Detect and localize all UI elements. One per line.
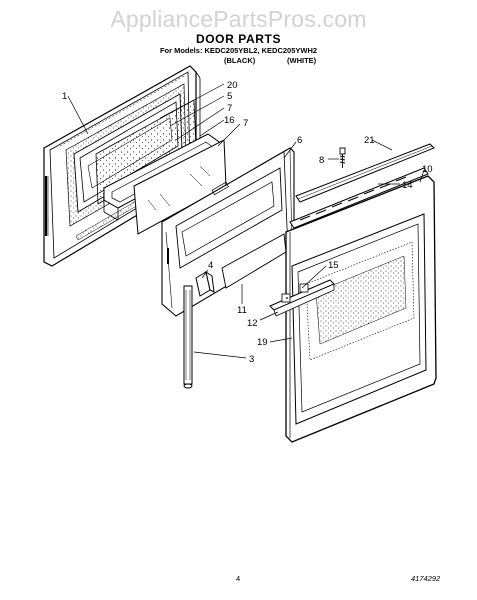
screw <box>339 147 346 168</box>
page-title: DOOR PARTS <box>195 32 282 46</box>
callout-21: 21 <box>364 135 375 146</box>
outer-door-frame <box>285 175 437 443</box>
door-handle <box>269 279 335 317</box>
callout-3: 3 <box>249 354 254 365</box>
hinge <box>195 270 215 297</box>
callout-11: 11 <box>237 305 247 316</box>
callout-16: 16 <box>224 115 235 126</box>
callout-15: 15 <box>328 260 339 271</box>
watermark: AppliancePartsPros.com <box>110 6 367 32</box>
callout-19: 19 <box>257 337 268 348</box>
callout-8: 8 <box>319 155 324 166</box>
callout-6: 6 <box>297 135 302 146</box>
callout-5: 5 <box>227 91 232 102</box>
callout-14: 14 <box>402 180 413 191</box>
callout-7: 7 <box>227 103 232 114</box>
callout-7: 7 <box>243 118 248 129</box>
callout-12: 12 <box>247 318 258 329</box>
callout-20: 20 <box>227 80 238 91</box>
callout-4: 4 <box>208 260 213 271</box>
page-number: 4 <box>236 574 241 583</box>
model-list: For Models: KEDC205YBL2, KEDC205YWH2 <box>159 46 318 55</box>
document-number: 4174292 <box>411 574 441 583</box>
gasket-strip <box>183 285 193 389</box>
callout-10: 10 <box>422 164 433 175</box>
vent-strip <box>289 167 429 229</box>
leader-lines <box>67 83 425 359</box>
color-white-label: (WHITE) <box>287 56 317 65</box>
color-black-label: (BLACK) <box>224 56 256 65</box>
callout-1: 1 <box>62 91 67 102</box>
top-trim-strip <box>295 143 435 203</box>
